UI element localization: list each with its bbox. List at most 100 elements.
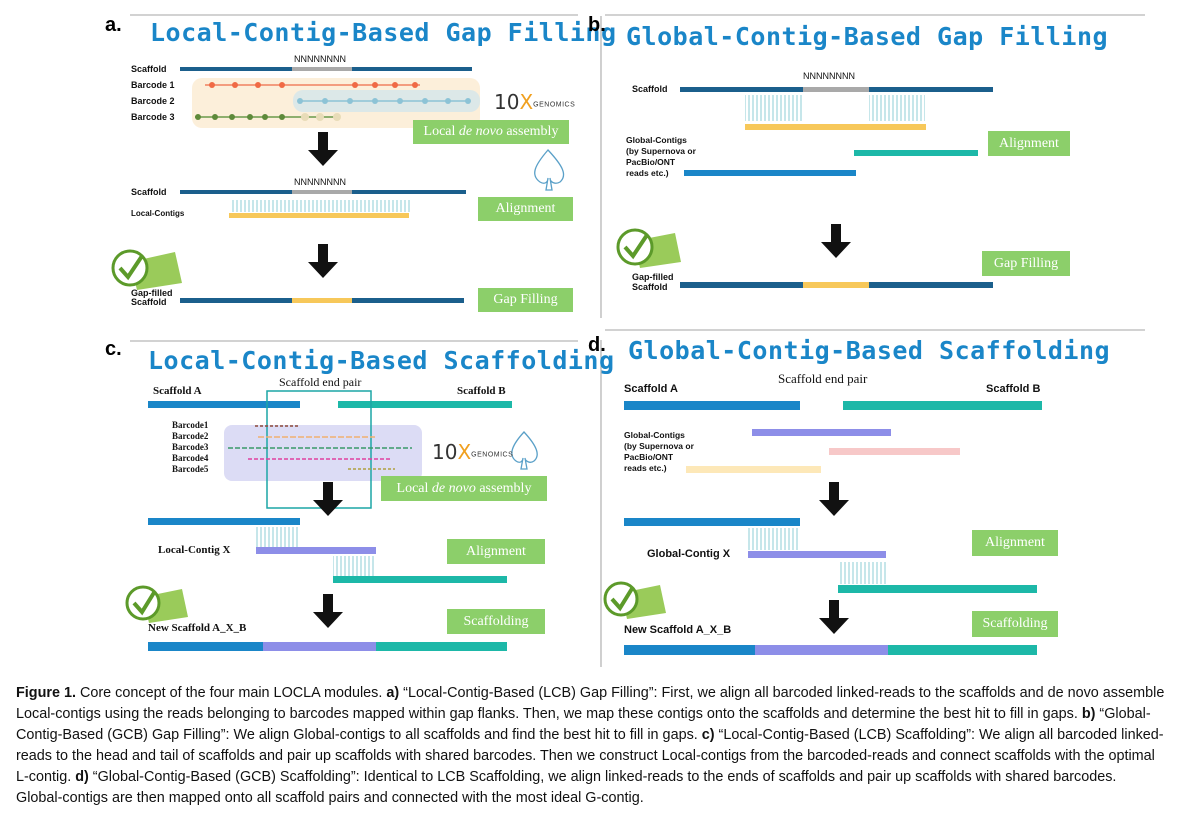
assembly-pre-c: Local — [396, 480, 432, 496]
global-contigs-label-d4: reads etc.) — [624, 463, 667, 473]
end-pair-label-c: Scaffold end pair — [279, 375, 362, 389]
panel-a-graphics — [111, 67, 565, 303]
global-contig-blue — [684, 170, 856, 176]
scaffold-b2 — [680, 282, 803, 288]
caption-a-tag: a) — [386, 685, 400, 701]
scaffolding-box-c: Scaffolding — [447, 609, 545, 634]
caption-intro: Core concept of the four main LOCLA modu… — [75, 685, 387, 701]
global-contigs-label-b2: (by Supernova or — [626, 146, 696, 156]
scaffold-label-a1: Scaffold — [131, 64, 167, 74]
assembly-post: assembly — [502, 124, 559, 139]
alignment-box-b: Alignment — [988, 131, 1070, 156]
panel-d-graphics — [603, 401, 1042, 655]
scaffold-b1b — [869, 87, 993, 92]
caption-figure-label: Figure 1. — [16, 685, 76, 701]
barcode3-label-c: Barcode3 — [172, 442, 209, 452]
figure-caption: Figure 1. Core concept of the four main … — [16, 683, 1166, 809]
new-scaffold-c-x — [263, 642, 376, 651]
scaffold-c-a — [148, 401, 300, 408]
global-contig-x-label: Global-Contig X — [647, 548, 731, 560]
gap-filling-box-b: Gap Filling — [982, 251, 1070, 276]
barcode4-label-c: Barcode4 — [172, 453, 209, 463]
local-contig-x — [256, 547, 376, 554]
new-scaffold-c-b — [376, 642, 507, 651]
panel-b-title: Global-Contig-Based Gap Filling — [626, 22, 1109, 51]
gap-filled-label-a1: Gap-filled — [131, 288, 173, 298]
scaffold-d-b — [843, 401, 1042, 410]
assembly-post-c: assembly — [475, 480, 532, 496]
reads-c-left — [256, 527, 300, 547]
gap-a1 — [292, 67, 352, 71]
global-contigs-label-d2: (by Supernova or — [624, 441, 694, 451]
barcode-2-label: Barcode 2 — [131, 96, 175, 106]
local-contig-bar — [229, 213, 409, 218]
caption-d-text: “Global-Contig-Based (GCB) Scaffolding”:… — [16, 769, 1117, 806]
scaffold-d-a — [624, 401, 800, 410]
panel-b-graphics — [616, 87, 993, 288]
scaffold-d-b2 — [838, 585, 1037, 593]
scaffold-a-label-d: Scaffold A — [624, 383, 678, 395]
tenx-x-c: X — [457, 440, 472, 464]
panel-d-title: Global-Contig-Based Scaffolding — [628, 336, 1111, 365]
tenx-logo-a: 10XGENOMICS — [494, 90, 575, 114]
end-pair-label-d: Scaffold end pair — [778, 371, 868, 386]
spade-logo-icon — [534, 149, 565, 191]
reads-b-left — [745, 95, 803, 121]
assembly-pre: Local — [423, 124, 459, 139]
panel-d-label: d. — [588, 334, 606, 356]
end-pair-box — [266, 390, 372, 509]
diagram-canvas — [111, 14, 1145, 667]
barcode-region-c — [224, 425, 422, 481]
new-scaffold-label-c: New Scaffold A_X_B — [148, 622, 247, 634]
scaffold-b2b — [869, 282, 993, 288]
assembly-em: de novo — [458, 124, 503, 139]
global-contigs-label-b4: reads etc.) — [626, 168, 669, 178]
fill-b2 — [803, 282, 869, 288]
spade-logo-icon-c — [511, 431, 538, 470]
checkmark-icon-d — [603, 581, 666, 619]
barcode-1-label: Barcode 1 — [131, 80, 175, 90]
checkmark-icon-b — [616, 228, 681, 268]
scaffold-label-a2: Scaffold — [131, 187, 167, 197]
panel-a-title: Local-Contig-Based Gap Filling — [150, 18, 617, 47]
checkmark-icon-c — [125, 585, 188, 623]
caption-c-tag: c) — [701, 727, 715, 743]
reads-d-left — [748, 528, 798, 550]
barcode-3-label: Barcode 3 — [131, 112, 175, 122]
scaffold-d-a2 — [624, 518, 800, 526]
caption-b-tag: b) — [1081, 706, 1096, 722]
reads-d-right — [838, 562, 886, 584]
barcode1-label-c: Barcode1 — [172, 420, 209, 430]
gap-b1 — [803, 87, 869, 92]
new-scaffold-d-b — [888, 645, 1037, 655]
caption-c-text: “Local-Contig-Based (LCB) Scaffolding”: … — [16, 727, 1164, 785]
caption-b-text: “Global-Contig-Based (GCB) Gap Filling”:… — [16, 706, 1151, 743]
global-contig-pink — [829, 448, 960, 455]
gap-filled-label-a2: Scaffold — [131, 297, 167, 307]
panel-b-label: b. — [588, 14, 606, 36]
global-contigs-label-b3: PacBio/ONT — [626, 157, 676, 167]
alignment-box-a: Alignment — [478, 197, 573, 221]
gap-filling-box-a: Gap Filling — [478, 288, 573, 312]
panel-a-label: a. — [105, 14, 122, 36]
global-contig-yellow — [745, 124, 926, 130]
global-contig-cream — [686, 466, 821, 473]
scaffold-label-b: Scaffold — [632, 84, 668, 94]
reads-c-right — [333, 556, 376, 576]
gap-filled-label-b1: Gap-filled — [632, 272, 674, 282]
gap-a2 — [292, 190, 352, 194]
gap-n-label-b: NNNNNNNN — [803, 71, 855, 81]
new-scaffold-c-a — [148, 642, 263, 651]
new-scaffold-d-a — [624, 645, 755, 655]
checkmark-icon-a — [111, 249, 182, 290]
tenx-number: 10 — [494, 90, 520, 114]
scaffold-a1 — [180, 67, 292, 71]
panel-c-title: Local-Contig-Based Scaffolding — [148, 346, 615, 375]
new-scaffold-d-x — [755, 645, 888, 655]
fill-a3 — [292, 298, 352, 303]
panel-c-label: c. — [105, 338, 122, 360]
assembly-em-c: de novo — [431, 480, 476, 496]
tenx-x: X — [519, 90, 534, 114]
caption-d-tag: d) — [75, 769, 89, 785]
scaffold-a1b — [352, 67, 472, 71]
